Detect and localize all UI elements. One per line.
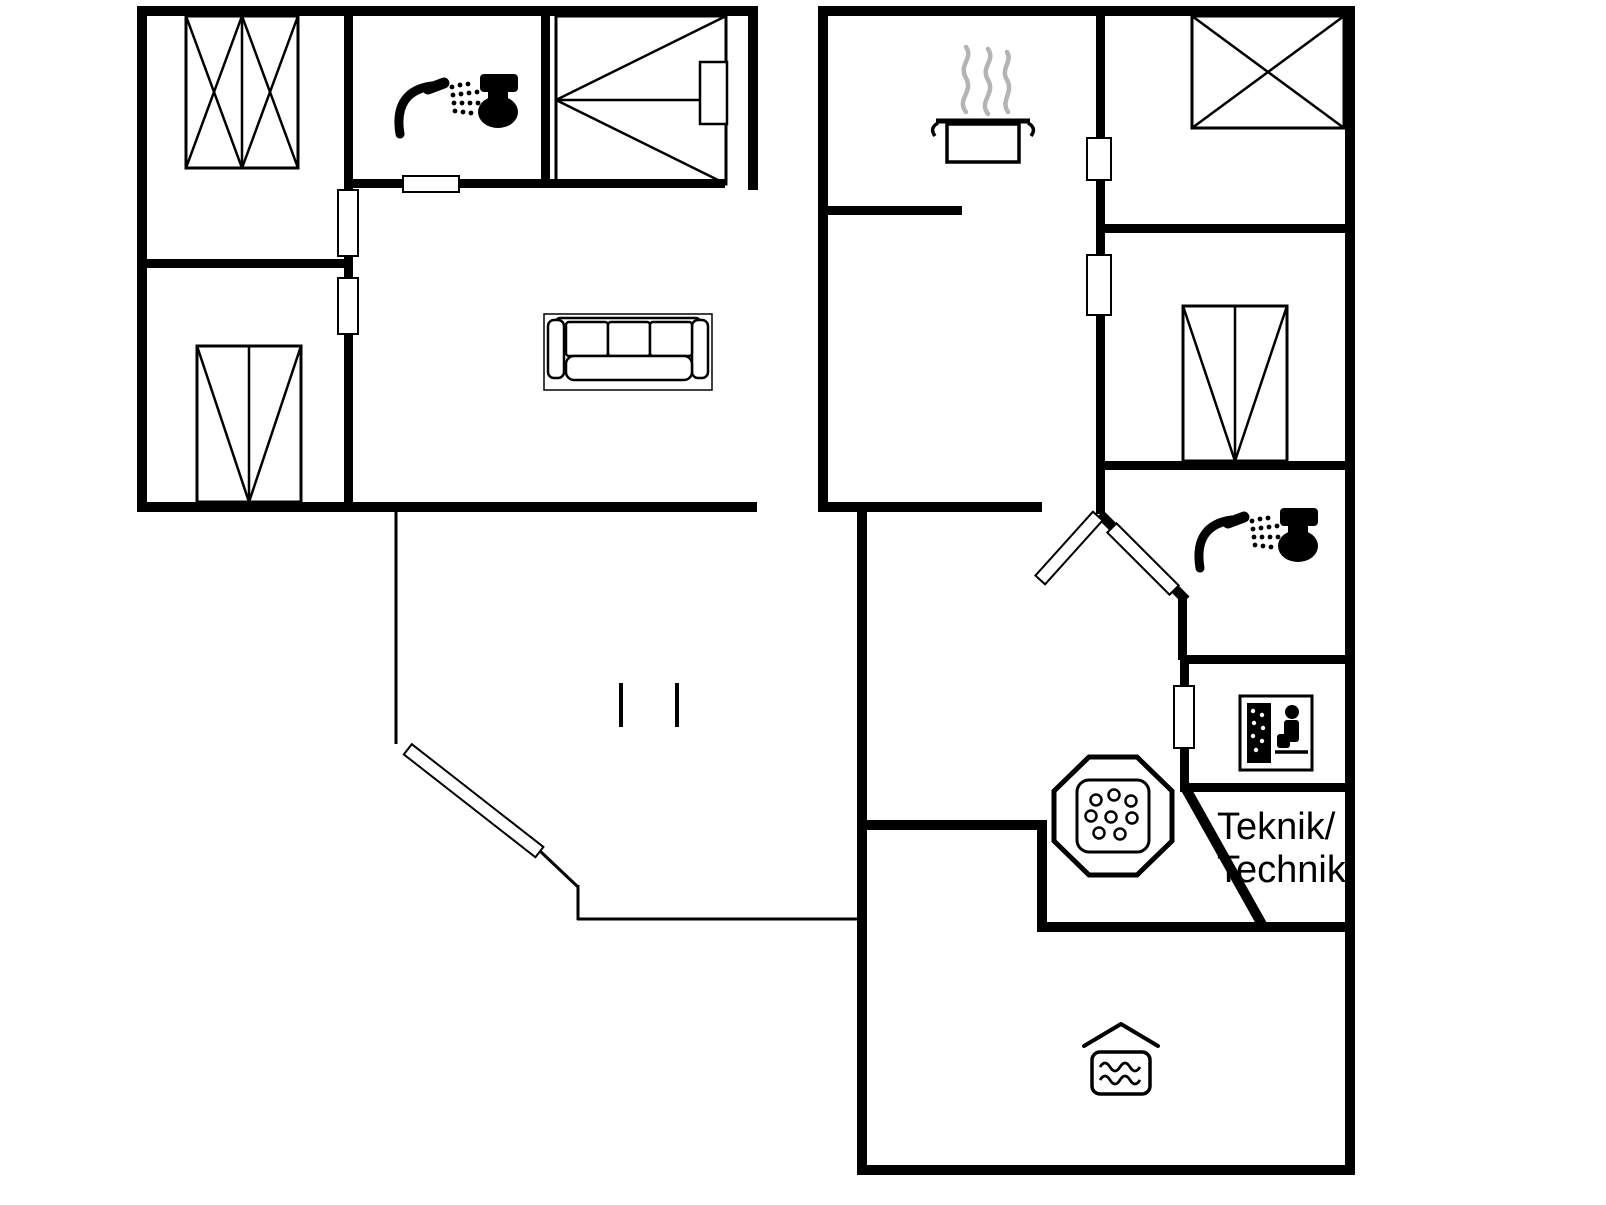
sofa-icon: [543, 313, 713, 391]
terrace-boundary: [394, 512, 862, 921]
bed-icon: [1181, 304, 1289, 463]
technik-room-label: Teknik/ Technik: [1217, 806, 1347, 891]
cooking-pot-icon: [930, 44, 1036, 164]
shower-toilet-icon: [1199, 508, 1318, 568]
hot-tub-icon: [1051, 754, 1175, 878]
technik-label-line2: Technik: [1217, 849, 1347, 891]
door-icon: [402, 175, 460, 193]
door-icon: [1173, 685, 1195, 749]
door-icon: [337, 277, 359, 335]
door-openings: [337, 137, 1195, 859]
bed-double-icon: [1190, 14, 1346, 130]
door-icon: [1086, 254, 1112, 316]
technik-label-line1: Teknik/: [1217, 806, 1336, 848]
sauna-icon: [1238, 694, 1314, 772]
steam-icon: [960, 44, 1012, 117]
water-heater-icon: [1082, 1022, 1160, 1096]
door-icon: [1086, 137, 1112, 181]
bunk-bed-icon: [554, 14, 729, 186]
shower-toilet-icon: [399, 74, 518, 134]
door-icon: [1033, 510, 1105, 586]
bed-icon: [195, 344, 303, 504]
door-icon: [337, 189, 359, 257]
bed-double-icon: [184, 14, 300, 170]
door-icon: [1105, 521, 1181, 597]
door-icon: [402, 742, 545, 859]
